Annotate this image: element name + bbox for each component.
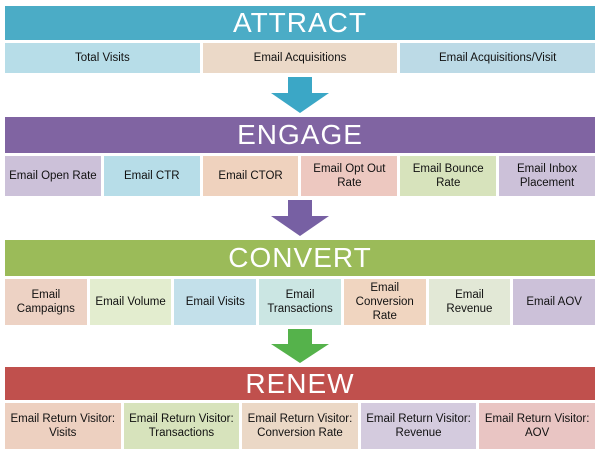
metric-email-inbox-placement: Email Inbox Placement [499,156,595,196]
stage-engage-metric-row: Email Open Rate Email CTR Email CTOR Ema… [5,156,595,196]
metric-email-opt-out-rate: Email Opt Out Rate [301,156,398,196]
down-arrow-icon [271,77,329,113]
stage-attract-header: ATTRACT [5,6,595,40]
metric-email-revenue: Email Revenue [428,279,511,325]
metric-email-transactions: Email Transactions [259,279,341,325]
down-arrow-icon [271,200,329,236]
metric-return-visitor-transactions: Email Return Visitor: Transactions [123,403,240,449]
metric-email-aov: Email AOV [513,279,596,325]
stage-attract: ATTRACT Total Visits Email Acquisitions … [5,6,596,73]
metric-email-conversion-rate: Email Conversion Rate [343,279,426,325]
metric-email-ctr: Email CTR [103,156,200,196]
convert-to-renew-arrow [5,329,595,363]
stage-convert-header: CONVERT [5,240,595,276]
metric-return-visitor-visits: Email Return Visitor: Visits [5,403,121,449]
stage-convert: CONVERT Email Campaigns Email Volume Ema… [5,240,596,325]
stage-engage: ENGAGE Email Open Rate Email CTR Email C… [5,117,595,196]
metric-return-visitor-aov: Email Return Visitor: AOV [479,403,595,449]
metric-return-visitor-conversion-rate: Email Return Visitor: Conversion Rate [242,403,358,449]
metric-email-acquisitions: Email Acquisitions [202,43,398,73]
attract-to-engage-arrow [5,77,595,113]
stage-engage-header: ENGAGE [5,117,595,153]
stage-renew-metric-row: Email Return Visitor: Visits Email Retur… [5,403,595,449]
engage-to-convert-arrow [5,200,595,236]
stage-attract-metric-row: Total Visits Email Acquisitions Email Ac… [5,43,596,73]
metric-email-acquisitions-per-visit: Email Acquisitions/Visit [400,43,596,73]
metric-email-open-rate: Email Open Rate [5,156,101,196]
down-arrow-icon [271,329,329,363]
stage-renew-header: RENEW [5,367,595,400]
metric-email-visits: Email Visits [174,279,257,325]
metric-email-ctor: Email CTOR [202,156,299,196]
metric-email-campaigns: Email Campaigns [5,279,87,325]
metric-total-visits: Total Visits [5,43,200,73]
stage-renew: RENEW Email Return Visitor: Visits Email… [5,367,595,449]
metric-return-visitor-revenue: Email Return Visitor: Revenue [360,403,477,449]
stage-convert-metric-row: Email Campaigns Email Volume Email Visit… [5,279,596,325]
metric-email-bounce-rate: Email Bounce Rate [400,156,497,196]
metric-email-volume: Email Volume [89,279,172,325]
